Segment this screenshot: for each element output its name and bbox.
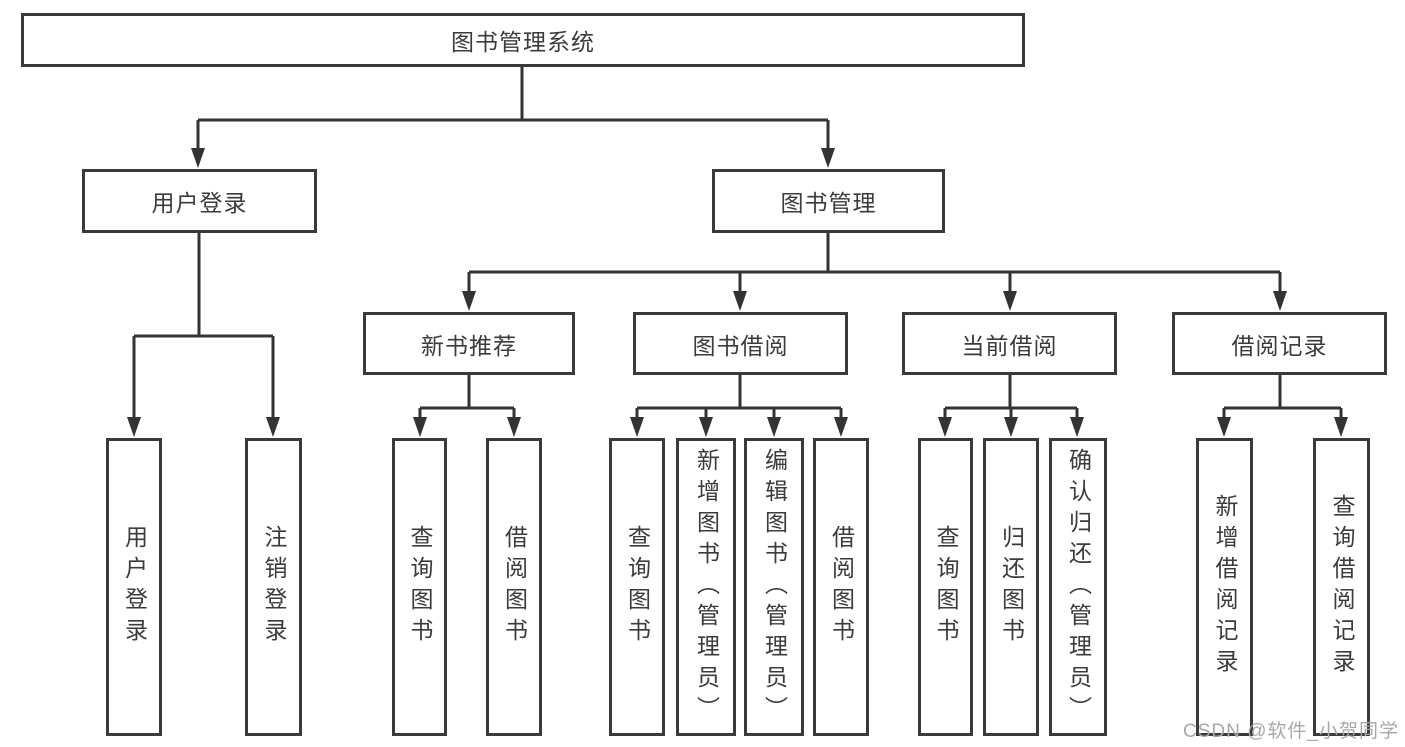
leaf-query-books-current: 查询图书 (918, 438, 973, 736)
leaf-query-books-recommend: 查询图书 (392, 438, 447, 736)
node-current-borrowing: 当前借阅 (902, 312, 1117, 375)
leaf-query-borrow-record: 查询借阅记录 (1313, 438, 1370, 736)
leaf-query-books-borrowing: 查询图书 (609, 438, 665, 736)
leaf-logout-login: 注销登录 (245, 438, 302, 736)
node-root: 图书管理系统 (21, 13, 1025, 67)
leaf-add-borrow-record: 新增借阅记录 (1196, 438, 1253, 736)
csdn-watermark: CSDN @软件_小贺同学 (1183, 721, 1399, 742)
node-user-login: 用户登录 (82, 169, 317, 233)
leaf-borrow-books-recommend: 借阅图书 (486, 438, 542, 736)
node-book-borrowing: 图书借阅 (633, 312, 848, 375)
leaf-edit-book-admin: 编辑图书（管理员） (744, 438, 804, 736)
leaf-borrow-books: 借阅图书 (813, 438, 869, 736)
leaf-return-books: 归还图书 (983, 438, 1039, 736)
leaf-user-login: 用户登录 (106, 438, 162, 736)
node-borrowing-records: 借阅记录 (1172, 312, 1387, 375)
node-book-management: 图书管理 (712, 169, 945, 233)
leaf-confirm-return-admin: 确认归还（管理员） (1049, 438, 1107, 736)
leaf-add-book-admin: 新增图书（管理员） (676, 438, 736, 736)
node-new-book-recommendation: 新书推荐 (363, 312, 575, 375)
